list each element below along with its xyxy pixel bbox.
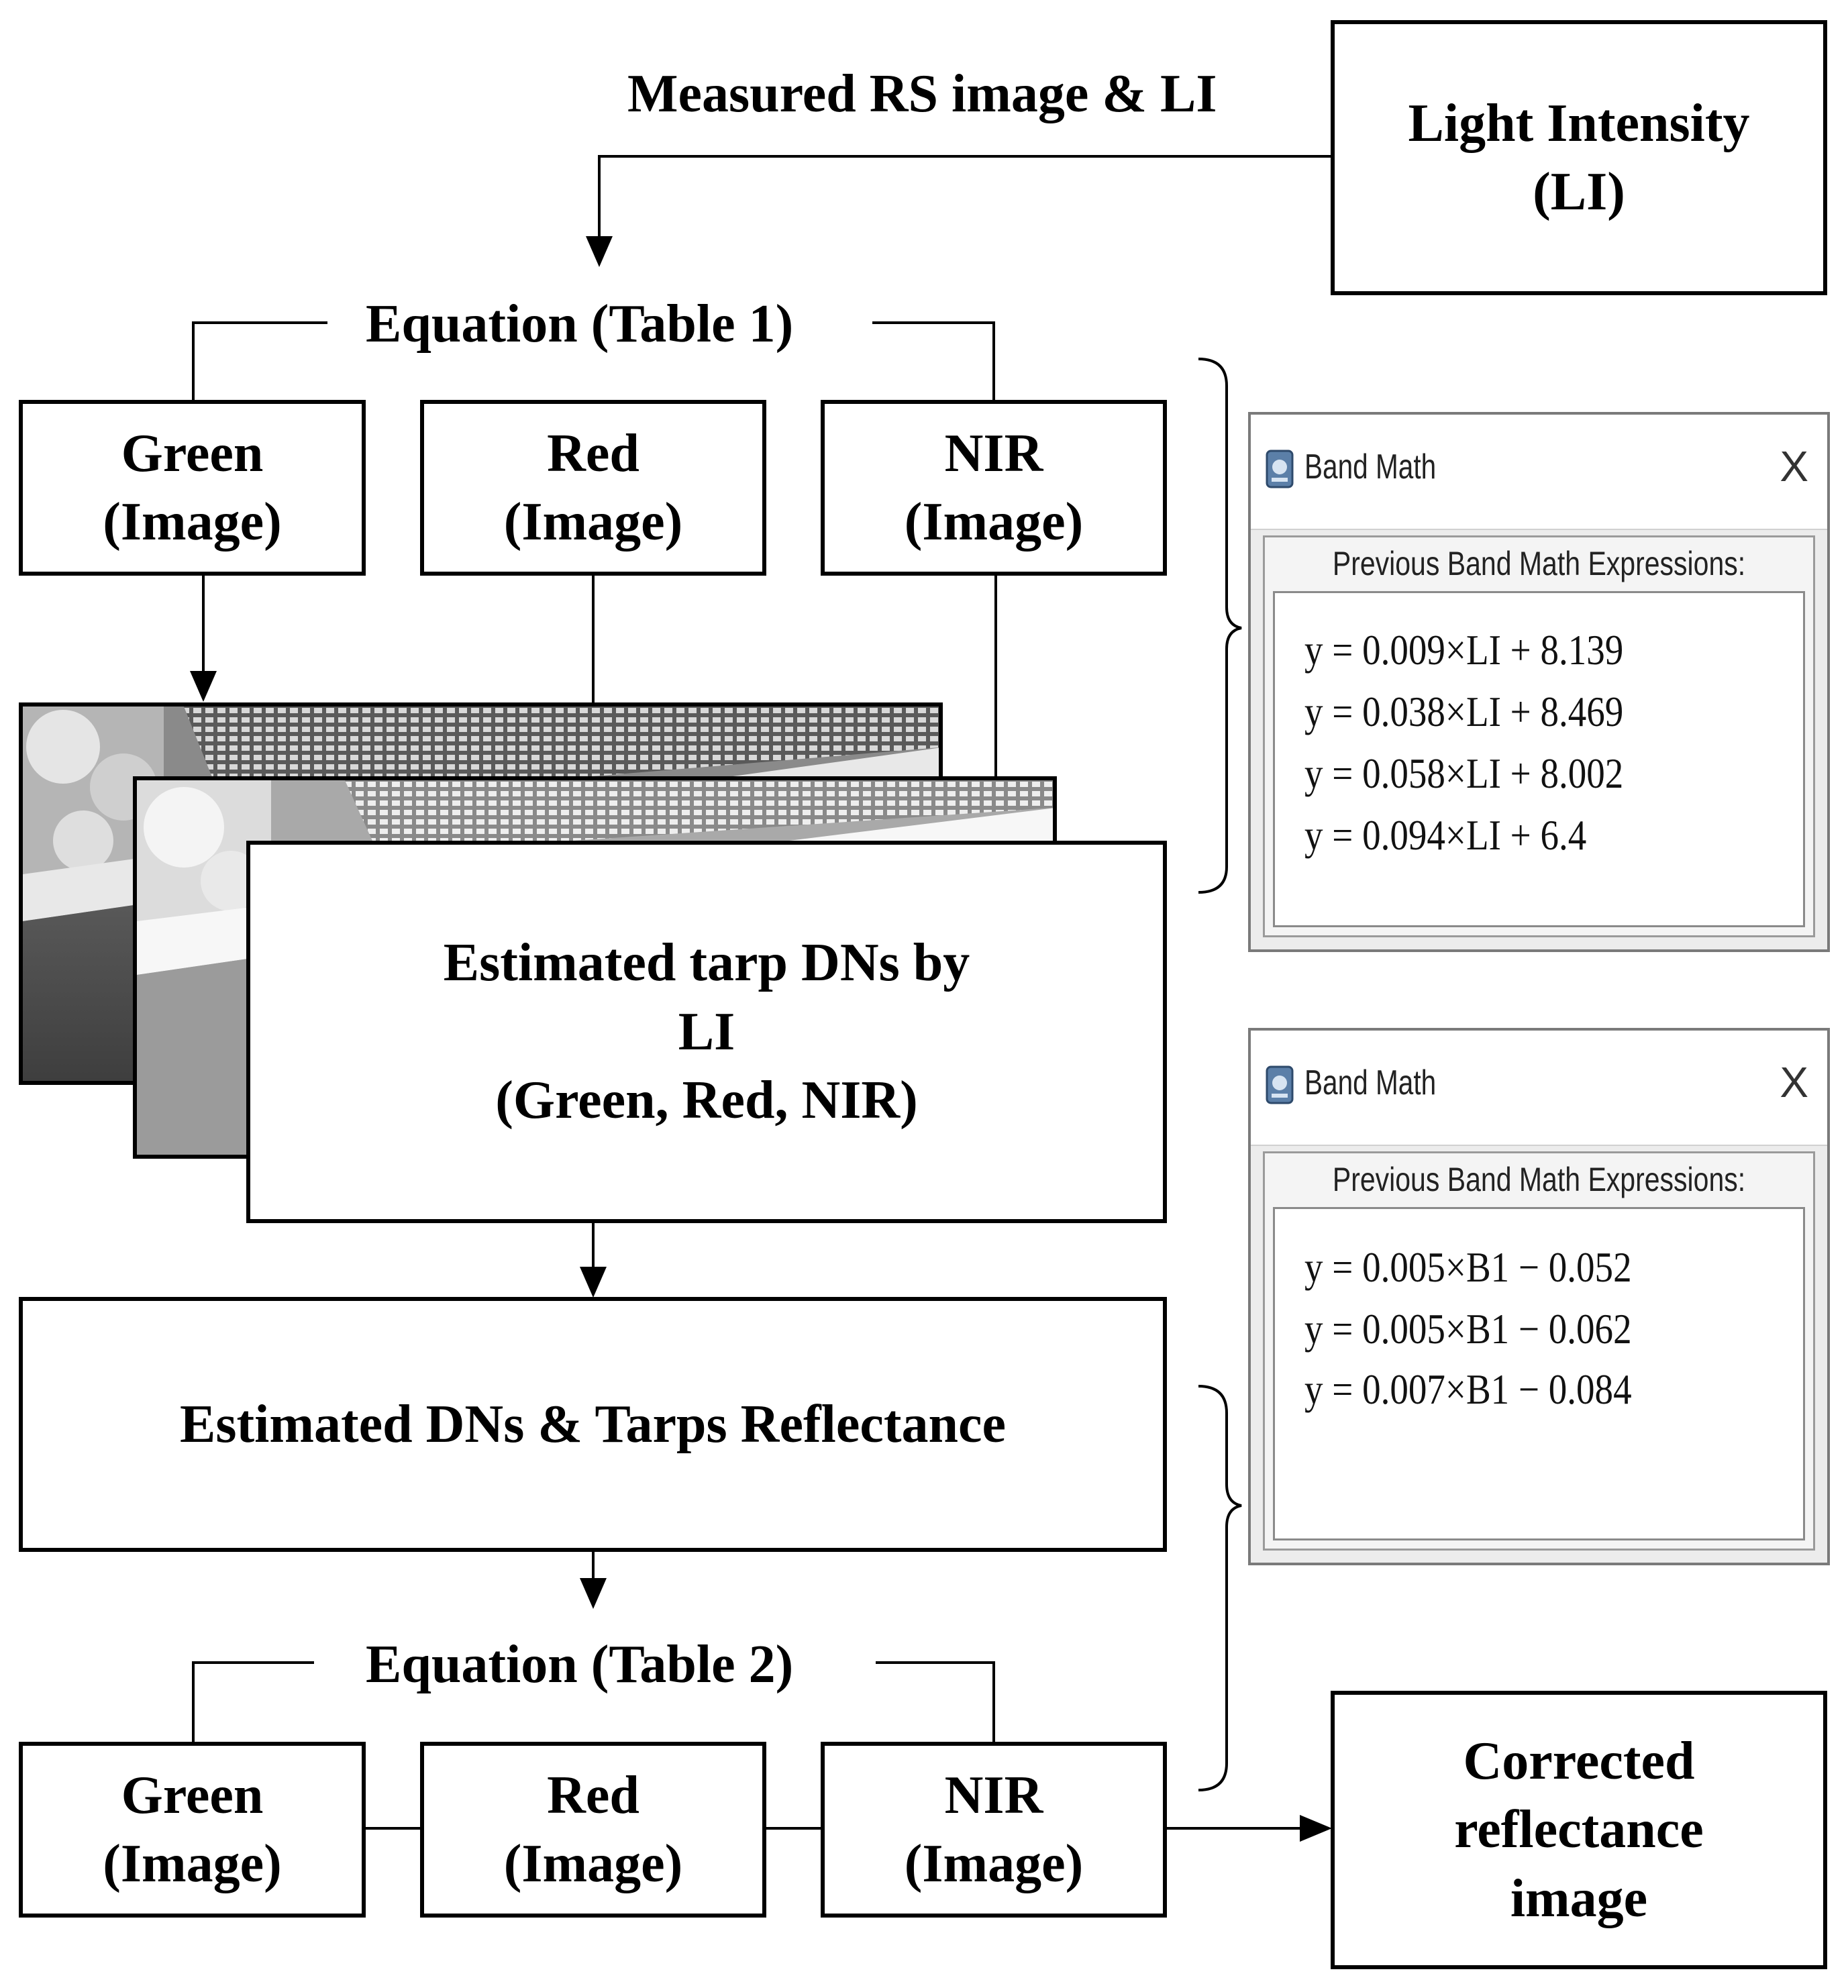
brace-dialog1 (1198, 358, 1242, 894)
estimated-tarp-line2: LI (678, 1002, 735, 1061)
green-image-box-1: Green (Image) (19, 400, 366, 576)
bracket-eq2-right (876, 1661, 995, 1742)
band-math-icon (1266, 1065, 1294, 1104)
dialog1-group-title: Previous Band Math Expressions: (1332, 545, 1746, 582)
list-item[interactable]: y = 0.007×B1 − 0.084 (1304, 1365, 1632, 1413)
list-item[interactable]: y = 0.005×B1 − 0.062 (1304, 1305, 1632, 1353)
dialog1-titlebar: Band Math X (1251, 415, 1827, 530)
dialog1-expressions-group: Previous Band Math Expressions: y = 0.00… (1263, 535, 1815, 937)
estimated-tarp-line1: Estimated tarp DNs by (443, 933, 970, 993)
corrected-line2: reflectance (1454, 1800, 1704, 1860)
red-sub: (Image) (503, 492, 683, 552)
arrow-li-to-equation (598, 155, 1332, 254)
green-sub: (Image) (103, 492, 282, 552)
nir-image-box-1: NIR (Image) (821, 400, 1167, 576)
light-intensity-box: Light Intensity (LI) (1331, 20, 1827, 295)
green-image-box-2: Green (Image) (19, 1742, 366, 1918)
brace-dialog2 (1198, 1385, 1242, 1791)
equation-table1-label: Equation (Table 1) (366, 295, 794, 354)
estimated-dns-reflectance-box: Estimated DNs & Tarps Reflectance (19, 1297, 1167, 1552)
dialog2-titlebar: Band Math X (1251, 1031, 1827, 1146)
light-intensity-line2: (LI) (1533, 162, 1625, 221)
close-icon[interactable]: X (1780, 442, 1808, 490)
nir-label: NIR (944, 423, 1043, 483)
dialog2-title: Band Math (1304, 1063, 1437, 1102)
green-label-2: Green (121, 1765, 264, 1825)
bracket-eq1-left (192, 321, 327, 401)
close-icon[interactable]: X (1780, 1058, 1808, 1106)
estimated-tarp-dns-box: Estimated tarp DNs by LI (Green, Red, NI… (246, 841, 1167, 1223)
band-math-icon (1266, 450, 1294, 488)
red-image-box-2: Red (Image) (420, 1742, 766, 1918)
dialog1-title: Band Math (1304, 448, 1437, 486)
measured-rs-label: Measured RS image & LI (627, 64, 1217, 123)
green-sub-2: (Image) (103, 1834, 282, 1893)
band-math-dialog-2: Band Math X Previous Band Math Expressio… (1248, 1028, 1830, 1565)
dialog1-expression-list[interactable]: y = 0.009×LI + 8.139 y = 0.038×LI + 8.46… (1273, 591, 1805, 927)
list-item[interactable]: y = 0.094×LI + 6.4 (1304, 811, 1587, 859)
list-item[interactable]: y = 0.009×LI + 8.139 (1304, 626, 1624, 674)
list-item[interactable]: y = 0.038×LI + 8.469 (1304, 688, 1624, 735)
bracket-eq1-right (872, 321, 995, 401)
red-label: Red (547, 423, 639, 483)
dialog2-expressions-group: Previous Band Math Expressions: y = 0.00… (1263, 1151, 1815, 1551)
red-sub-2: (Image) (503, 1834, 683, 1893)
nir-image-box-2: NIR (Image) (821, 1742, 1167, 1918)
light-intensity-line1: Light Intensity (1408, 93, 1750, 153)
corrected-line1: Corrected (1463, 1731, 1695, 1791)
list-item[interactable]: y = 0.005×B1 − 0.052 (1304, 1243, 1632, 1291)
estimated-tarp-line3: (Green, Red, NIR) (495, 1071, 918, 1131)
nir-sub: (Image) (904, 492, 1084, 552)
corrected-line3: image (1510, 1869, 1648, 1928)
nir-label-2: NIR (944, 1765, 1043, 1825)
list-item[interactable]: y = 0.058×LI + 8.002 (1304, 749, 1624, 797)
green-label: Green (121, 423, 264, 483)
corrected-reflectance-box: Corrected reflectance image (1331, 1691, 1827, 1969)
nir-sub-2: (Image) (904, 1834, 1084, 1893)
red-image-box-1: Red (Image) (420, 400, 766, 576)
equation-table2-label: Equation (Table 2) (366, 1635, 794, 1694)
estimated-dns-text: Estimated DNs & Tarps Reflectance (180, 1394, 1006, 1454)
red-label-2: Red (547, 1765, 639, 1825)
dialog2-expression-list[interactable]: y = 0.005×B1 − 0.052 y = 0.005×B1 − 0.06… (1273, 1207, 1805, 1540)
band-math-dialog-1: Band Math X Previous Band Math Expressio… (1248, 412, 1830, 952)
dialog2-group-title: Previous Band Math Expressions: (1332, 1161, 1746, 1198)
bracket-eq2-left (192, 1661, 314, 1742)
